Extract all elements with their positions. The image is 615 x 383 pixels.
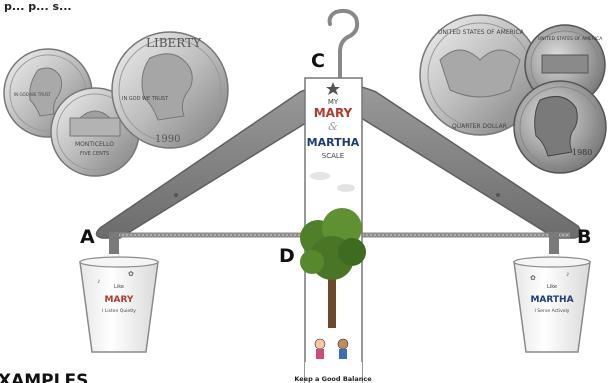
right-cup-like: Like (547, 284, 557, 290)
right-cup: Like MARTHA I Serve Actively ✿ ♪ (513, 256, 591, 353)
svg-text:✿: ✿ (128, 271, 134, 278)
penny-back-usa-text: UNITED STATES OF AMERICA (538, 36, 603, 42)
penny-front-coin: 1980 (513, 80, 607, 174)
banner-line-and: & (328, 120, 338, 133)
left-cup-like: Like (114, 284, 124, 290)
svg-text:♪: ♪ (566, 271, 570, 278)
quarter-liberty-text: LIBERTY (146, 36, 202, 50)
left-cup-name: MARY (105, 295, 134, 305)
banner-line-my: MY (328, 98, 339, 106)
left-cup-sub: I Listen Quietly (102, 308, 136, 314)
right-cup-sub: I Serve Actively (535, 308, 570, 314)
label-d: D (279, 245, 295, 267)
header-top-fragment: p... p... s... (4, 0, 72, 13)
mary-martha-banner: MY MARY & MARTHA SCALE Keep a Good Balan… (294, 77, 372, 383)
nickel-monticello-text: MONTICELLO (75, 141, 114, 148)
label-c: C (311, 50, 325, 72)
hanger-hook (327, 8, 360, 82)
svg-text:✿: ✿ (530, 275, 536, 282)
banner-line-mary: MARY (314, 106, 353, 120)
svg-text:♪: ♪ (97, 278, 101, 285)
left-cup: Like MARY I Listen Quietly ♪ ✿ (79, 256, 159, 353)
banner-footer-text: Keep a Good Balance (294, 375, 372, 383)
nickel-trust-text: IN GOD WE TRUST (14, 92, 51, 97)
label-a: A (80, 226, 95, 248)
quarter-back-usa-text: UNITED STATES OF AMERICA (438, 29, 525, 36)
quarter-back-dollar-text: QUARTER DOLLAR (452, 123, 507, 130)
quarter-year-text: 1990 (155, 134, 180, 145)
tree-illustration (300, 208, 366, 328)
nickel-five-cents-text: FIVE CENTS (80, 151, 109, 157)
label-b: B (577, 226, 591, 248)
penny-year-text: 1980 (572, 148, 592, 157)
children-illustration (314, 338, 349, 359)
quarter-front-coin: LIBERTY IN GOD WE TRUST 1990 (111, 31, 229, 149)
banner-line-martha: MARTHA (307, 136, 360, 149)
banner-line-scale: SCALE (322, 152, 344, 160)
header-examples-fragment: XAMPLES (0, 371, 88, 383)
quarter-trust-text: IN GOD WE TRUST (122, 96, 169, 102)
right-cup-name: MARTHA (530, 295, 573, 305)
